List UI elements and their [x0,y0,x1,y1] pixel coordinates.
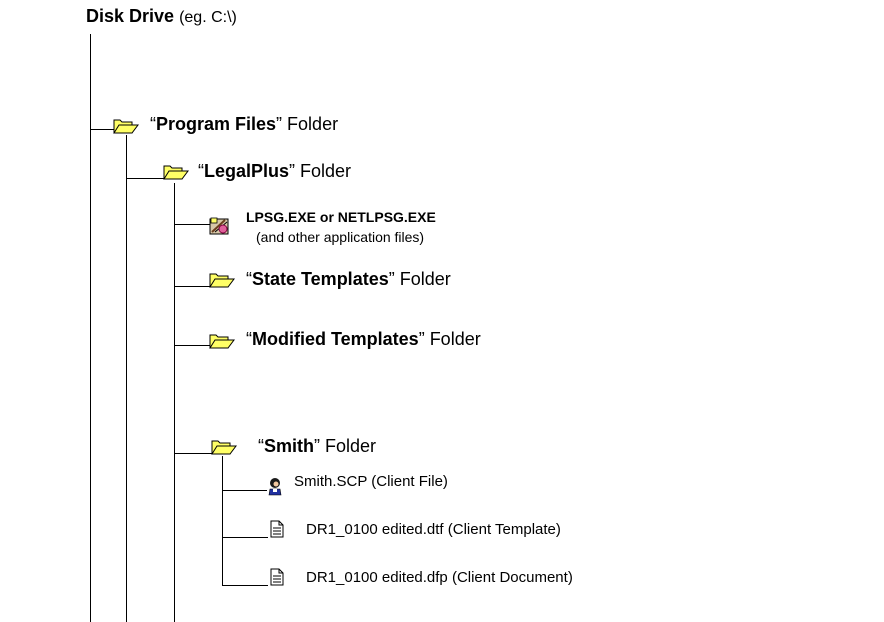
application-icon [209,217,229,235]
open-folder-icon [209,273,235,288]
open-quote: “ [246,269,252,289]
client-document-label: DR1_0100 edited.dfp (Client Document) [306,569,573,586]
client-person-icon [267,477,283,496]
document-icon [270,520,284,538]
smith-connector [174,453,212,454]
exe-title: LPSG.EXE or NETLPSG.EXE [246,209,436,225]
legalplus-connector [126,178,164,179]
close-quote: ” [276,114,283,134]
program-files-connector [90,129,114,130]
modified-templates-name: Modified Templates [252,329,419,349]
close-quote: ” [388,269,395,289]
disk-drive-note: (eg. C:\) [179,9,237,26]
folder-suffix: Folder [282,114,339,134]
modified-templates-label: “Modified Templates” Folder [246,329,481,350]
legalplus-name: LegalPlus [204,161,290,181]
close-quote: ” [314,436,321,456]
program-files-name: Program Files [156,114,277,134]
state-templates-connector [174,286,210,287]
folder-suffix: Folder [295,161,352,181]
open-quote: “ [198,161,204,181]
state-templates-label: “State Templates” Folder [246,269,451,290]
client-file-label: Smith.SCP (Client File) [294,473,448,490]
folder-suffix: Folder [394,269,451,289]
legalplus-branch-line [174,183,175,622]
open-folder-icon [209,334,235,349]
program-files-branch-line [126,135,127,622]
close-quote: ” [418,329,425,349]
open-quote: “ [246,329,252,349]
close-quote: ” [289,161,296,181]
tree-trunk-line [90,34,91,622]
client-file-connector [222,490,268,491]
folder-suffix: Folder [424,329,481,349]
folder-suffix: Folder [320,436,377,456]
open-quote: “ [150,114,156,134]
modified-templates-connector [174,345,210,346]
legalplus-label: “LegalPlus” Folder [198,161,351,182]
open-quote: “ [258,436,264,456]
exe-subtitle: (and other application files) [256,229,425,245]
client-template-connector [222,537,268,538]
disk-drive-label: Disk Drive (eg. C:\) [86,6,237,27]
program-files-label: “Program Files” Folder [150,114,338,135]
exe-connector [174,224,210,225]
open-folder-icon [211,440,237,455]
smith-branch-line [222,456,223,586]
document-icon [270,568,284,586]
state-templates-name: State Templates [252,269,389,289]
open-folder-icon [113,119,139,134]
open-folder-icon [163,165,189,180]
smith-name: Smith [264,436,315,456]
smith-label: “Smith” Folder [258,436,376,457]
disk-drive-name: Disk Drive [86,6,175,26]
client-template-label: DR1_0100 edited.dtf (Client Template) [306,521,561,538]
client-document-connector [222,585,268,586]
